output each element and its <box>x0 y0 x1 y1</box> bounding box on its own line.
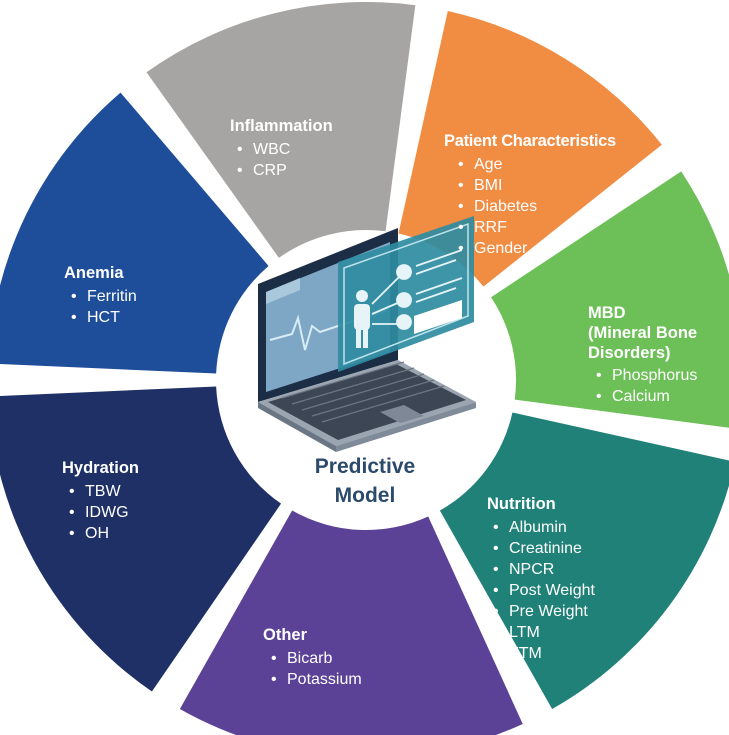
list-item: •TBW <box>69 482 121 500</box>
mbd-list: •Phosphorus •Calcium <box>588 365 697 407</box>
list-item: •Phosphorus <box>596 367 698 385</box>
patient-characteristics-title: Patient Characteristics <box>444 132 616 150</box>
hydration-label: Hydration •TBW •IDWG •OH <box>62 459 139 544</box>
list-item: •Albumin <box>493 518 567 536</box>
nutrition-title: Nutrition <box>487 495 556 513</box>
list-item: •BMI <box>458 176 503 194</box>
list-item: •Post Weight <box>493 581 595 599</box>
list-item: •FTM <box>493 644 542 662</box>
list-item: •RRF <box>458 218 507 236</box>
hydration-list: •TBW •IDWG •OH <box>62 481 139 544</box>
nutrition-label: Nutrition •Albumin •Creatinine •NPCR •Po… <box>487 495 595 664</box>
list-item: •Calcium <box>596 388 670 406</box>
mbd-label: MBD (Mineral Bone Disorders) •Phosphorus… <box>588 304 697 407</box>
list-item: •IDWG <box>69 503 129 521</box>
other-list: •Bicarb •Potassium <box>263 648 362 690</box>
patient-characteristics-list: •Age •BMI •Diabetes •RRF •Gender <box>444 154 616 259</box>
nutrition-list: •Albumin •Creatinine •NPCR •Post Weight … <box>487 517 595 664</box>
mbd-segment <box>491 171 729 428</box>
list-item: •CRP <box>237 161 287 179</box>
center-title-line-2: Model <box>334 484 396 507</box>
anemia-segment <box>0 92 269 374</box>
inflammation-title: Inflammation <box>230 117 333 135</box>
list-item: •OH <box>69 524 109 542</box>
inflammation-segment <box>146 2 416 258</box>
list-item: •Pre Weight <box>493 602 588 620</box>
hydration-segment <box>0 386 282 692</box>
list-item: •Diabetes <box>458 197 538 215</box>
other-label: Other •Bicarb •Potassium <box>263 626 362 690</box>
inflammation-list: •WBC •CRP <box>230 139 333 181</box>
list-item: •HCT <box>71 308 120 326</box>
mbd-title-line-3: Disorders) <box>588 343 671 362</box>
patient-segment <box>398 10 662 287</box>
hydration-title: Hydration <box>62 459 140 477</box>
list-item: •Age <box>458 155 503 173</box>
list-item: •Potassium <box>271 670 362 688</box>
inflammation-label: Inflammation •WBC •CRP <box>230 117 333 181</box>
other-segment <box>179 510 523 735</box>
list-item: •WBC <box>237 140 291 158</box>
nutrition-segment <box>439 412 729 709</box>
list-item: •Creatinine <box>493 539 582 557</box>
center-title-line-1: Predictive <box>314 455 416 478</box>
list-item: •NPCR <box>493 560 555 578</box>
list-item: •Bicarb <box>271 649 333 667</box>
center-title: Predictive Model <box>260 452 470 510</box>
anemia-list: •Ferritin •HCT <box>64 286 137 328</box>
anemia-label: Anemia •Ferritin •HCT <box>64 264 137 328</box>
mbd-title-line-2: (Mineral Bone <box>588 323 698 342</box>
patient-characteristics-label: Patient Characteristics •Age •BMI •Diabe… <box>444 132 616 259</box>
list-item: •Ferritin <box>71 287 137 305</box>
anemia-title: Anemia <box>64 264 124 282</box>
list-item: •Gender <box>458 239 528 257</box>
laptop-icon <box>258 216 476 452</box>
list-item-continuation: LTM <box>509 623 540 641</box>
other-title: Other <box>263 626 308 644</box>
mbd-title-line-1: MBD <box>588 304 626 322</box>
